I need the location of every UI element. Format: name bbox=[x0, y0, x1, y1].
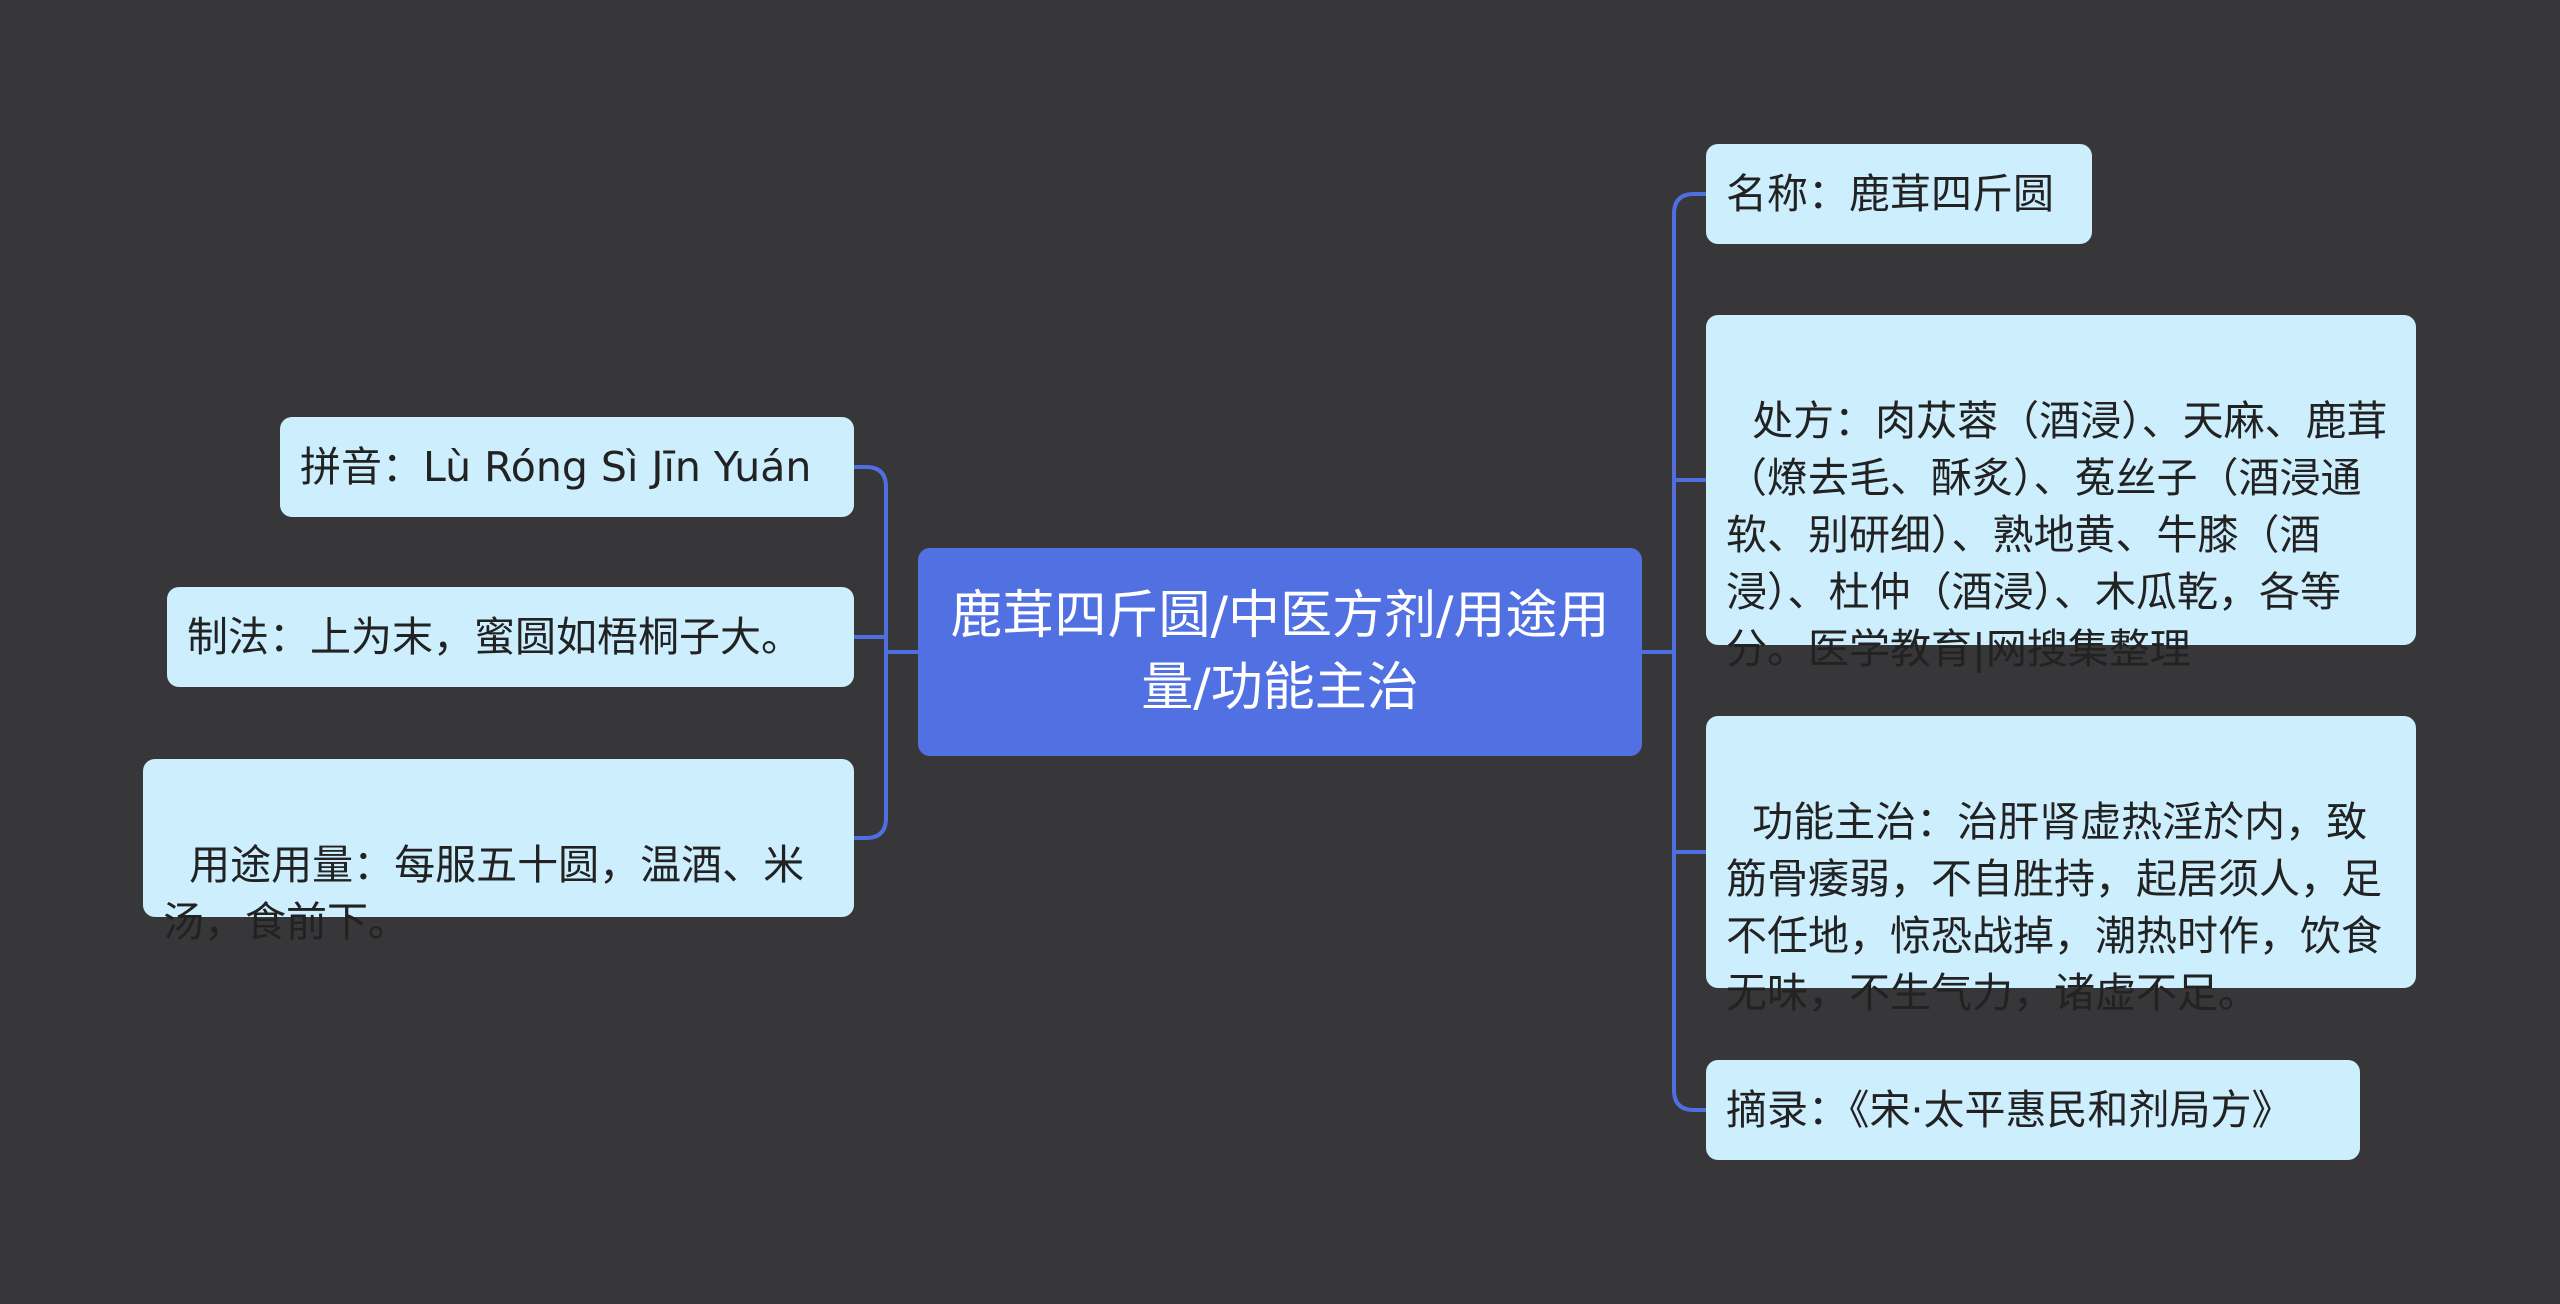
node-excerpt-source[interactable]: 摘录：《宋·太平惠民和剂局方》 bbox=[1706, 1060, 2360, 1160]
connector-left-pinyin bbox=[852, 465, 888, 489]
connector-group bbox=[852, 192, 1708, 1112]
node-name[interactable]: 名称：鹿茸四斤圆 bbox=[1706, 144, 2092, 244]
node-name-text: 名称：鹿茸四斤圆 bbox=[1726, 169, 2054, 218]
node-pinyin-text: 拼音：Lù Róng Sì Jīn Yuán bbox=[300, 442, 812, 491]
node-excerpt-source-text: 摘录：《宋·太平惠民和剂局方》 bbox=[1726, 1085, 2293, 1134]
central-topic-title: 鹿茸四斤圆/中医方剂/用途用量/功能主治 bbox=[950, 586, 1610, 718]
node-preparation-method-text: 制法：上为末，蜜圆如梧桐子大。 bbox=[187, 612, 802, 661]
node-usage-dosage-text: 用途用量：每服五十圆，温酒、米汤，食前下。 bbox=[163, 841, 805, 946]
node-usage-dosage[interactable]: 用途用量：每服五十圆，温酒、米汤，食前下。 bbox=[143, 759, 854, 946]
central-topic[interactable]: 鹿茸四斤圆/中医方剂/用途用量/功能主治 bbox=[918, 548, 1642, 756]
node-prescription[interactable]: 处方：肉苁蓉（酒浸）、天麻、鹿茸（燎去毛、酥炙）、菟丝子（酒浸通软、别研细）、熟… bbox=[1706, 315, 2416, 673]
node-function-indications-text: 功能主治：治肝肾虚热淫於内，致筋骨痿弱，不自胜持，起居须人，足不任地，惊恐战掉，… bbox=[1726, 798, 2382, 1017]
node-pinyin[interactable]: 拼音：Lù Róng Sì Jīn Yuán bbox=[280, 417, 854, 517]
node-prescription-text: 处方：肉苁蓉（酒浸）、天麻、鹿茸（燎去毛、酥炙）、菟丝子（酒浸通软、别研细）、熟… bbox=[1726, 397, 2388, 673]
connector-left-usage bbox=[852, 816, 888, 840]
node-function-indications[interactable]: 功能主治：治肝肾虚热淫於内，致筋骨痿弱，不自胜持，起居须人，足不任地，惊恐战掉，… bbox=[1706, 716, 2416, 1017]
connector-right-excerpt bbox=[1672, 1088, 1708, 1112]
connector-right-name bbox=[1672, 192, 1708, 216]
node-preparation-method[interactable]: 制法：上为末，蜜圆如梧桐子大。 bbox=[167, 587, 854, 687]
